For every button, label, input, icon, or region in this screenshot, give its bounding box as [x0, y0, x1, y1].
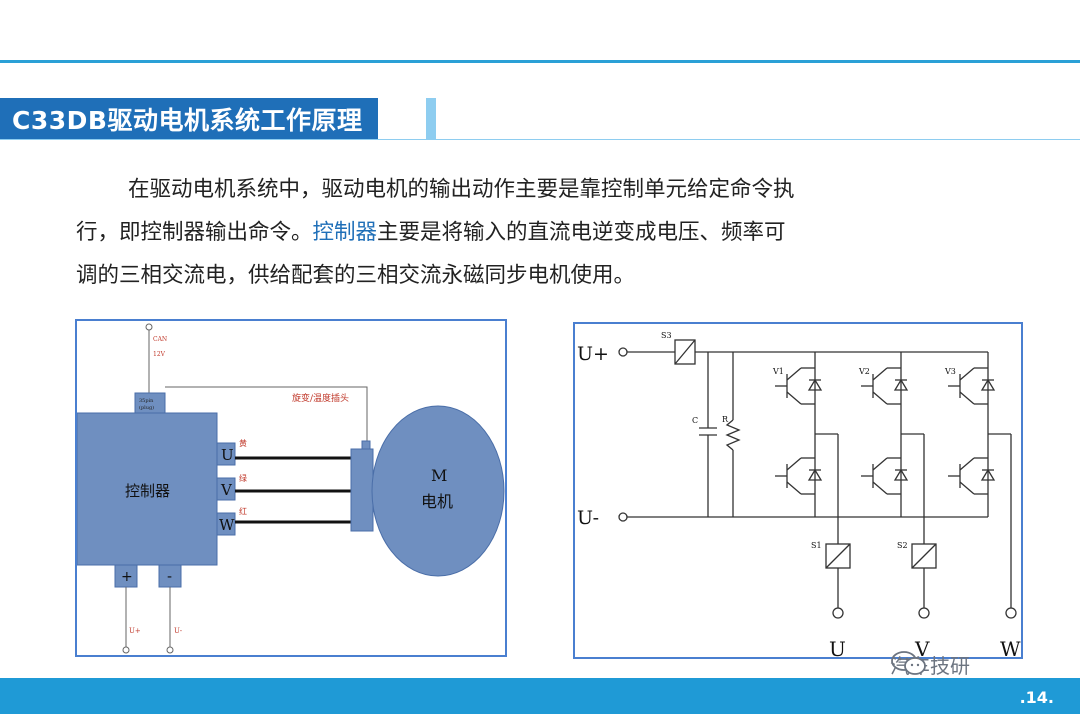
top-rule [0, 60, 1080, 63]
can-label: CAN [153, 336, 167, 343]
uminus-input-terminal [618, 512, 628, 522]
connector-label-2: (plug) [139, 404, 154, 411]
motor-m-label: M [431, 466, 447, 485]
watermark-text: 汽车技研 [890, 654, 970, 678]
diode-2-upper [893, 378, 909, 391]
diode-3-upper [980, 378, 996, 391]
s2-label: S2 [897, 541, 908, 550]
footer-bar [0, 678, 1080, 714]
color-yellow-label: 黄 [239, 438, 247, 448]
motor-body [371, 405, 505, 577]
s3-label: S3 [661, 331, 672, 340]
connector-label-1: 35pin [139, 398, 154, 404]
page-number: .14. [1019, 688, 1054, 707]
page-title: C33DB驱动电机系统工作原理 [12, 106, 363, 135]
controller-motor-svg: CAN 12V 35pin (plug) 旋变/温度插头 控制器 U V W 黄… [77, 323, 505, 654]
uplus-label: U+ [129, 627, 141, 635]
s1-label: S1 [811, 541, 822, 550]
uminus-terminal [166, 646, 174, 654]
resolver-label: 旋变/温度插头 [292, 392, 349, 404]
phase-v-label: V [220, 481, 233, 499]
out-v-label: V [914, 637, 930, 657]
uminus-label: U- [577, 507, 599, 529]
resolver-wire [165, 386, 368, 443]
phase-u-label: U [221, 446, 234, 464]
plus-label: + [121, 569, 133, 585]
output-u-terminal [832, 607, 844, 619]
uplus-input-terminal [618, 347, 628, 357]
body-line-2a: 行，即控制器输出命令。 [76, 220, 313, 245]
body-line-2b: 主要是将输入的直流电逆变成电压、频率可 [377, 220, 786, 245]
resolver-plug [361, 440, 371, 450]
color-green-label: 绿 [239, 474, 247, 483]
body-highlight-controller: 控制器 [312, 220, 378, 245]
output-v-terminal [918, 607, 930, 619]
minus-label: - [167, 569, 172, 585]
motor-junction-box [350, 448, 374, 532]
title-accent [426, 98, 436, 140]
wechat-icon [891, 651, 926, 675]
uminus-label: U- [174, 627, 183, 635]
motor-label: 电机 [421, 492, 453, 511]
uplus-terminal [122, 646, 130, 654]
controller-box [77, 412, 218, 566]
inverter-circuit-svg: U+ U- S3 C R V1 V2 V3 S1 S2 U V W [577, 331, 1021, 657]
v2-label: V2 [858, 367, 870, 376]
diode-3-lower [980, 468, 996, 481]
title-rule [0, 139, 1080, 140]
v12-label: 12V [153, 351, 166, 358]
color-red-label: 红 [239, 506, 247, 516]
title-bar: C33DB驱动电机系统工作原理 [0, 98, 379, 140]
terminal-v [216, 477, 236, 501]
c-label: C [692, 416, 698, 425]
diode-2-lower [893, 468, 909, 481]
controller-label: 控制器 [125, 482, 170, 500]
out-w-label: W [1000, 637, 1021, 657]
diode-1-lower [807, 468, 823, 481]
v3-label: V3 [944, 367, 956, 376]
v1-label: V1 [772, 367, 784, 376]
terminal-u [216, 442, 236, 466]
r-label: R [722, 415, 729, 424]
output-w-terminal [1005, 607, 1017, 619]
inverter-circuit-diagram: U+ U- S3 C R V1 V2 V3 S1 S2 U V W [573, 322, 1023, 659]
uplus-label: U+ [577, 343, 609, 365]
can-terminal [145, 323, 153, 331]
body-line-3: 调的三相交流电，供给配套的三相交流永磁同步电机使用。 [76, 263, 636, 288]
body-line-1: 在驱动电机系统中，驱动电机的输出动作主要是靠控制单元给定命令执 [128, 177, 795, 202]
out-u-label: U [829, 637, 846, 657]
watermark: 汽车技研 [890, 650, 970, 679]
resistor [725, 419, 741, 451]
controller-motor-diagram: CAN 12V 35pin (plug) 旋变/温度插头 控制器 U V W 黄… [75, 319, 507, 657]
diode-1-upper [807, 378, 823, 391]
phase-w-label: W [219, 516, 235, 534]
body-paragraph: 在驱动电机系统中，驱动电机的输出动作主要是靠控制单元给定命令执 行，即控制器输出… [76, 168, 1006, 297]
terminal-w [216, 512, 236, 536]
